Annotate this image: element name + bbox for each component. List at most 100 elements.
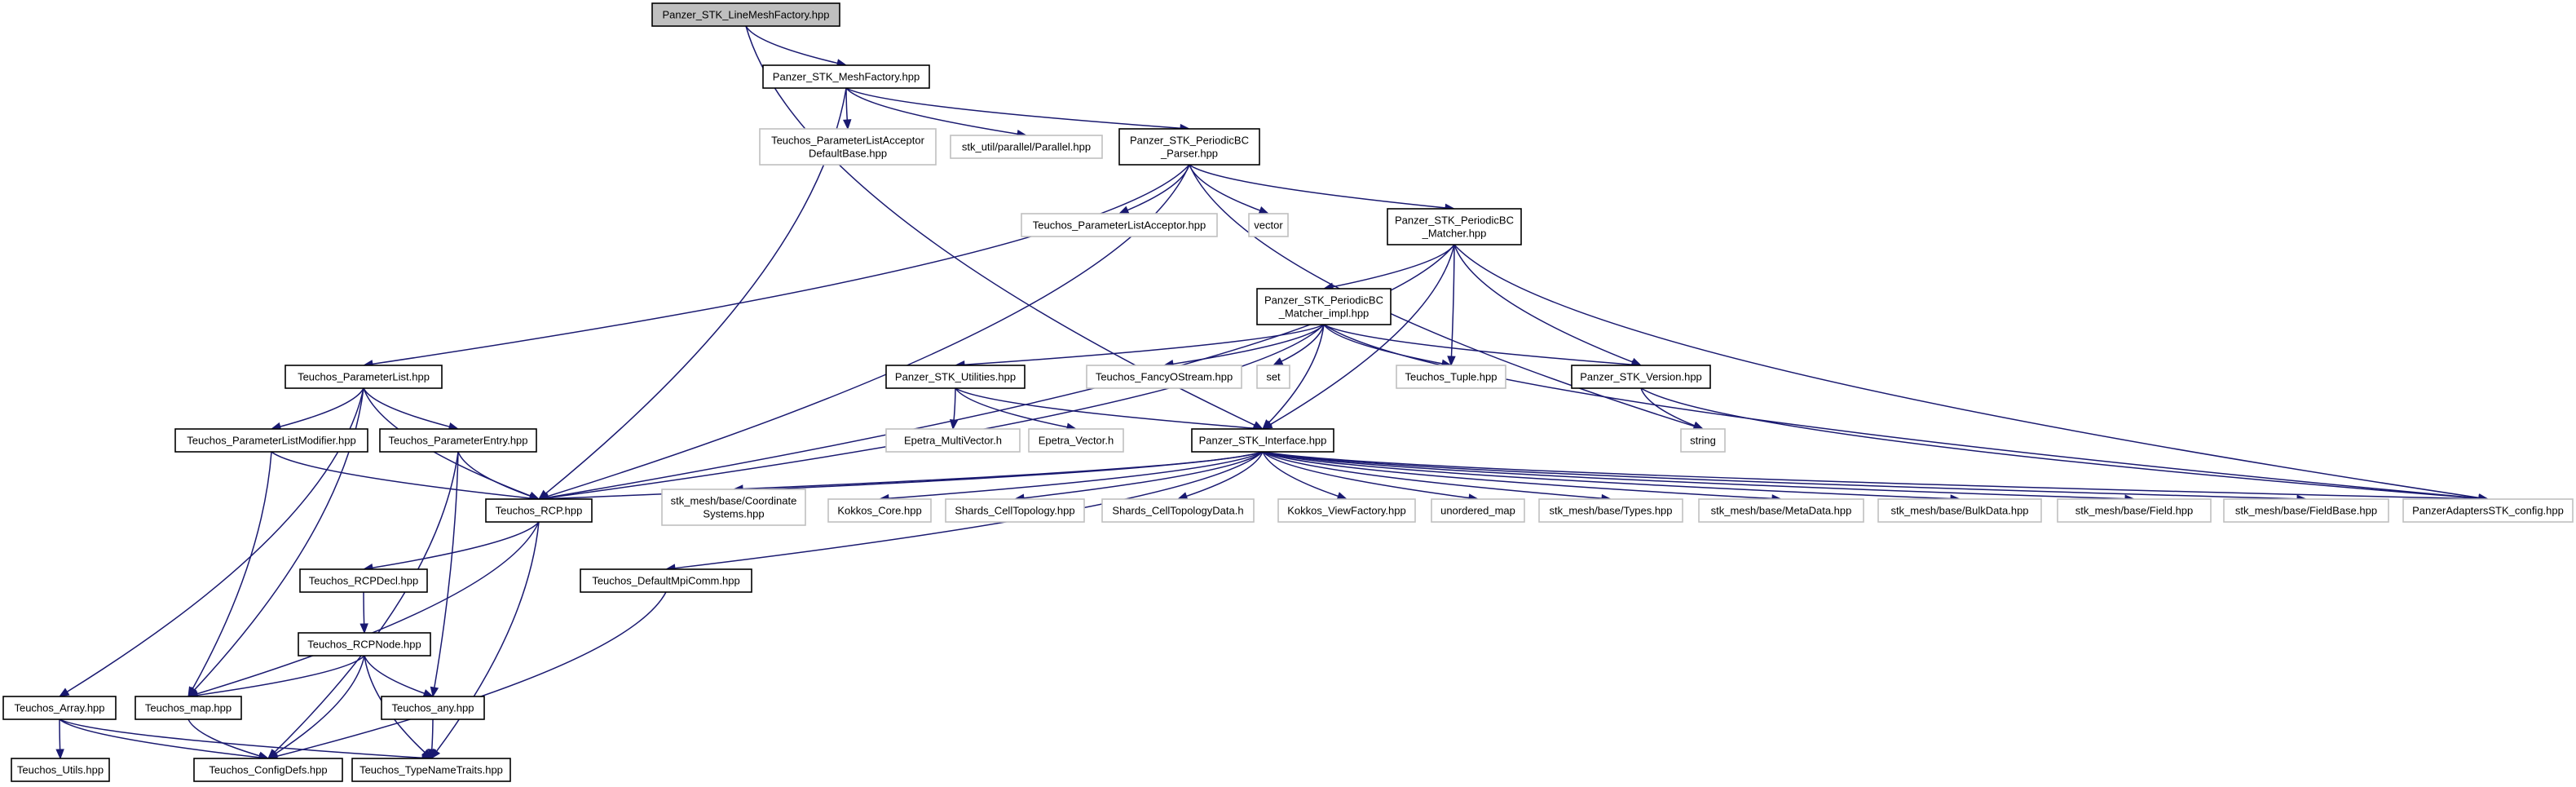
node-rcpdecl[interactable]: Teuchos_RCPDecl.hpp [299, 568, 428, 593]
dependency-edge [364, 655, 434, 697]
node-stktypes: stk_mesh/base/Types.hpp [1538, 498, 1683, 523]
node-pbcmatcherimpl[interactable]: Panzer_STK_PeriodicBC_Matcher_impl.hpp [1256, 288, 1392, 325]
node-box[interactable] [298, 632, 431, 657]
node-label: Panzer_STK_PeriodicBC [1264, 294, 1383, 307]
node-root[interactable]: Panzer_STK_LineMeshFactory.hpp [651, 2, 840, 27]
edge-line [271, 451, 531, 499]
dependency-edge [1453, 244, 1643, 366]
node-meshfactory[interactable]: Panzer_STK_MeshFactory.hpp [762, 64, 930, 89]
node-any[interactable]: Teuchos_any.hpp [381, 696, 485, 720]
node-box [1431, 498, 1525, 523]
node-label: DefaultBase.hpp [809, 148, 887, 160]
node-box [1021, 213, 1218, 237]
node-label: Teuchos_RCPDecl.hpp [309, 575, 418, 587]
node-box[interactable] [2, 696, 117, 720]
edge-line [274, 451, 459, 753]
edge-line [845, 87, 1018, 135]
node-plist[interactable]: Teuchos_ParameterList.hpp [285, 365, 443, 389]
node-box[interactable] [485, 498, 593, 523]
node-plmod[interactable]: Teuchos_ParameterListModifier.hpp [174, 428, 368, 453]
node-utils[interactable]: Teuchos_Utils.hpp [11, 758, 110, 782]
edge-arrowhead [1692, 421, 1705, 430]
node-pbcmatcher[interactable]: Panzer_STK_PeriodicBC_Matcher.hpp [1387, 208, 1522, 245]
edge-line [1281, 324, 1325, 362]
edge-line [845, 87, 849, 121]
node-box [1396, 365, 1506, 389]
node-epv: Epetra_Vector.h [1028, 428, 1124, 453]
node-version[interactable]: Panzer_STK_Version.hpp [1571, 365, 1711, 389]
edge-line [547, 164, 1190, 497]
edge-line [953, 387, 956, 421]
node-box[interactable] [580, 568, 752, 593]
edge-line [192, 451, 272, 689]
node-box[interactable] [379, 428, 537, 453]
node-label: string [1690, 435, 1716, 447]
node-set: set [1256, 365, 1290, 389]
dependency-edge [1261, 244, 1455, 430]
dependency-edge [58, 387, 364, 697]
edge-line [1640, 387, 2480, 499]
node-box[interactable] [1191, 428, 1334, 453]
edge-line [372, 164, 1190, 365]
node-label: _Matcher.hpp [1422, 228, 1487, 240]
node-box[interactable] [135, 696, 242, 720]
node-mpicomm[interactable]: Teuchos_DefaultMpiComm.hpp [580, 568, 752, 593]
node-box[interactable] [1118, 128, 1260, 166]
node-box[interactable] [11, 758, 110, 782]
node-box[interactable] [381, 696, 485, 720]
node-box[interactable] [285, 365, 443, 389]
node-label: stk_mesh/base/BulkData.hpp [1890, 505, 2028, 517]
dependency-edge [1272, 324, 1325, 366]
edge-line [59, 718, 260, 758]
edge-line [66, 387, 364, 692]
node-map[interactable]: Teuchos_map.hpp [135, 696, 242, 720]
edge-line [1332, 244, 1455, 288]
edge-arrowhead [1272, 357, 1284, 366]
node-box [1538, 498, 1683, 523]
node-label: Teuchos_ParameterListAcceptor [771, 135, 925, 147]
node-box[interactable] [174, 428, 368, 453]
node-label: Panzer_STK_PeriodicBC [1395, 214, 1514, 227]
node-interface[interactable]: Panzer_STK_Interface.hpp [1191, 428, 1334, 453]
node-box[interactable] [1571, 365, 1711, 389]
node-box[interactable] [762, 64, 930, 89]
node-utilities[interactable]: Panzer_STK_Utilities.hpp [885, 365, 1026, 389]
edge-line [1262, 451, 1339, 497]
node-box [2223, 498, 2389, 523]
node-label: stk_mesh/base/Coordinate [671, 495, 797, 507]
node-label: vector [1254, 219, 1283, 232]
node-label: Epetra_Vector.h [1039, 435, 1114, 447]
edge-line [457, 451, 531, 497]
node-box[interactable] [193, 758, 343, 782]
edge-line [59, 718, 423, 759]
dependency-edge [537, 451, 1264, 503]
node-label: Teuchos_ConfigDefs.hpp [209, 764, 327, 776]
node-configdefs[interactable]: Teuchos_ConfigDefs.hpp [193, 758, 343, 782]
node-box[interactable] [885, 365, 1026, 389]
node-box[interactable] [1256, 288, 1392, 325]
node-label: stk_mesh/base/MetaData.hpp [1711, 505, 1852, 517]
dependency-edge [430, 451, 459, 698]
edge-line [1270, 244, 1455, 426]
node-box [1086, 365, 1242, 389]
node-label: Kokkos_ViewFactory.hpp [1287, 505, 1405, 517]
node-shardsctd: Shards_CellTopologyData.h [1101, 498, 1255, 523]
node-pentry[interactable]: Teuchos_ParameterEntry.hpp [379, 428, 537, 453]
node-rcp[interactable]: Teuchos_RCP.hpp [485, 498, 593, 523]
node-box [759, 128, 937, 166]
node-label: stk_mesh/base/FieldBase.hpp [2235, 505, 2377, 517]
node-box[interactable] [351, 758, 511, 782]
node-rcpnode[interactable]: Teuchos_RCPNode.hpp [298, 632, 431, 657]
node-label: set [1266, 371, 1281, 383]
node-box[interactable] [651, 2, 840, 27]
edge-line [1189, 164, 1446, 209]
node-array[interactable]: Teuchos_Array.hpp [2, 696, 117, 720]
dependency-edge [1189, 164, 1270, 214]
node-typenametraits[interactable]: Teuchos_TypeNameTraits.hpp [351, 758, 511, 782]
node-label: Panzer_STK_PeriodicBC [1130, 135, 1249, 147]
node-box [885, 428, 1021, 453]
node-box[interactable] [299, 568, 428, 593]
node-pbcparser[interactable]: Panzer_STK_PeriodicBC_Parser.hpp [1118, 128, 1260, 166]
node-box[interactable] [1387, 208, 1522, 245]
